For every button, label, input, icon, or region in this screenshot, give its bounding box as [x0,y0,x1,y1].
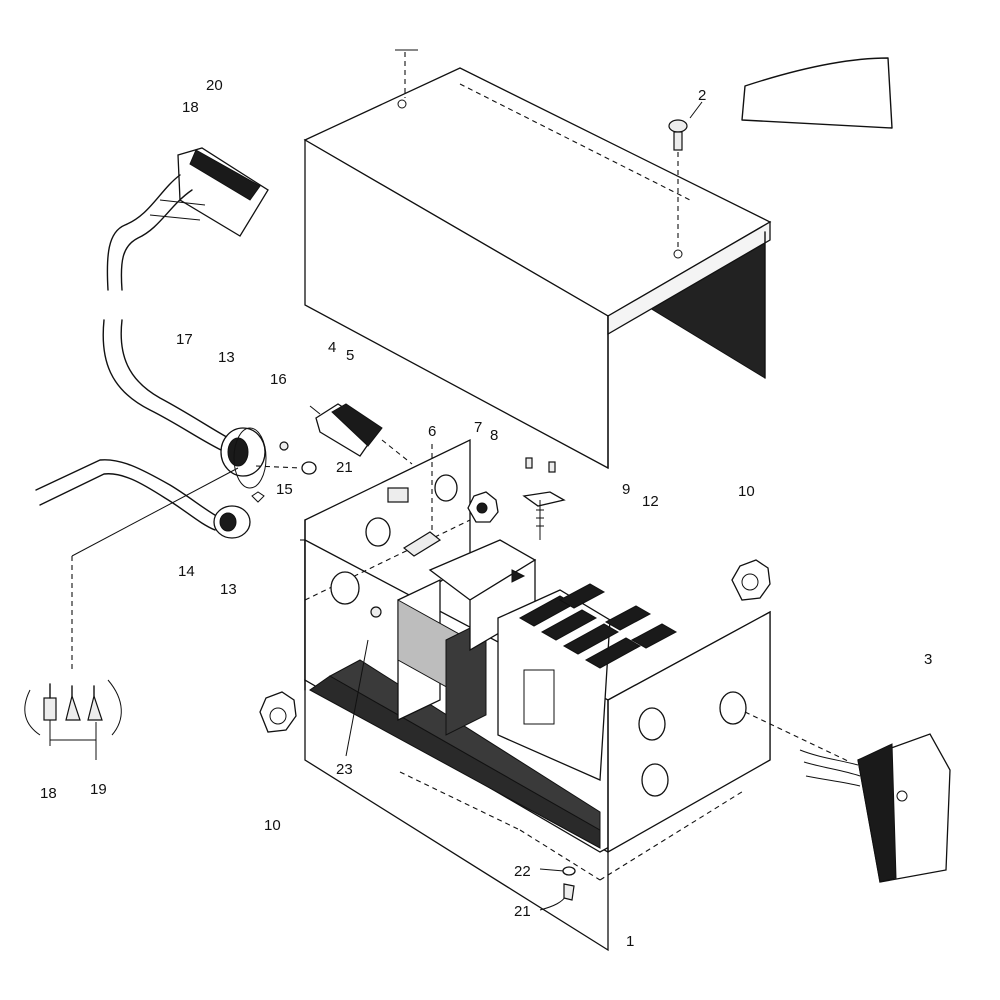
callout-5: 5 [346,347,354,364]
decal-panel [741,57,893,129]
leader-to-terminals [71,467,239,670]
callout-2: 2 [698,87,706,104]
callout-13-top: 13 [218,349,235,366]
cable-part-17 [102,319,267,489]
callout-10-right: 10 [738,483,755,500]
part-7-8-knob [467,491,499,523]
callout-7: 7 [474,419,482,436]
leader-23 [345,639,369,757]
small-hardware-group [251,441,358,544]
callout-14: 14 [178,563,195,580]
callout-1: 1 [626,933,634,950]
callout-8: 8 [490,427,498,444]
callout-19: 19 [90,781,107,798]
callout-22: 22 [514,863,531,880]
plug-part-4-5 [309,403,413,465]
callout-9: 9 [622,481,630,498]
part-6-grommet [402,444,442,557]
callout-20: 20 [206,77,223,94]
callout-12: 12 [642,493,659,510]
knockout-plug-right [731,559,771,601]
callout-23: 23 [336,761,353,778]
callout-16: 16 [270,371,287,388]
callout-10-left: 10 [264,817,281,834]
callout-3: 3 [924,651,932,668]
meter-part-3 [744,711,951,883]
top-screw-leader [395,49,418,98]
callout-21-middle: 21 [336,459,353,476]
callout-4: 4 [328,339,336,356]
callout-labels: 1 2 3 4 5 6 7 8 9 10 10 12 13 13 14 15 1… [40,77,932,950]
callout-17: 17 [176,331,193,348]
terminal-clips-18-19 [24,679,122,760]
cable-clamp-assembly [106,147,269,291]
screw-part-2 [668,101,703,250]
callout-6: 6 [428,423,436,440]
cable-part-14 [35,459,251,539]
callout-18-top: 18 [182,99,199,116]
heat-sink-fins [518,583,678,669]
part-9-12-bracket [522,457,566,540]
callout-18-bottom: 18 [40,785,57,802]
callout-21-bottom: 21 [514,903,531,920]
top-cover [303,67,772,470]
transformer-internals [370,539,678,781]
knockout-plug-left [259,691,297,733]
callout-15: 15 [276,481,293,498]
base-footprint-dashes [399,771,746,881]
callout-13-bottom: 13 [220,581,237,598]
bottom-fasteners [519,829,601,911]
